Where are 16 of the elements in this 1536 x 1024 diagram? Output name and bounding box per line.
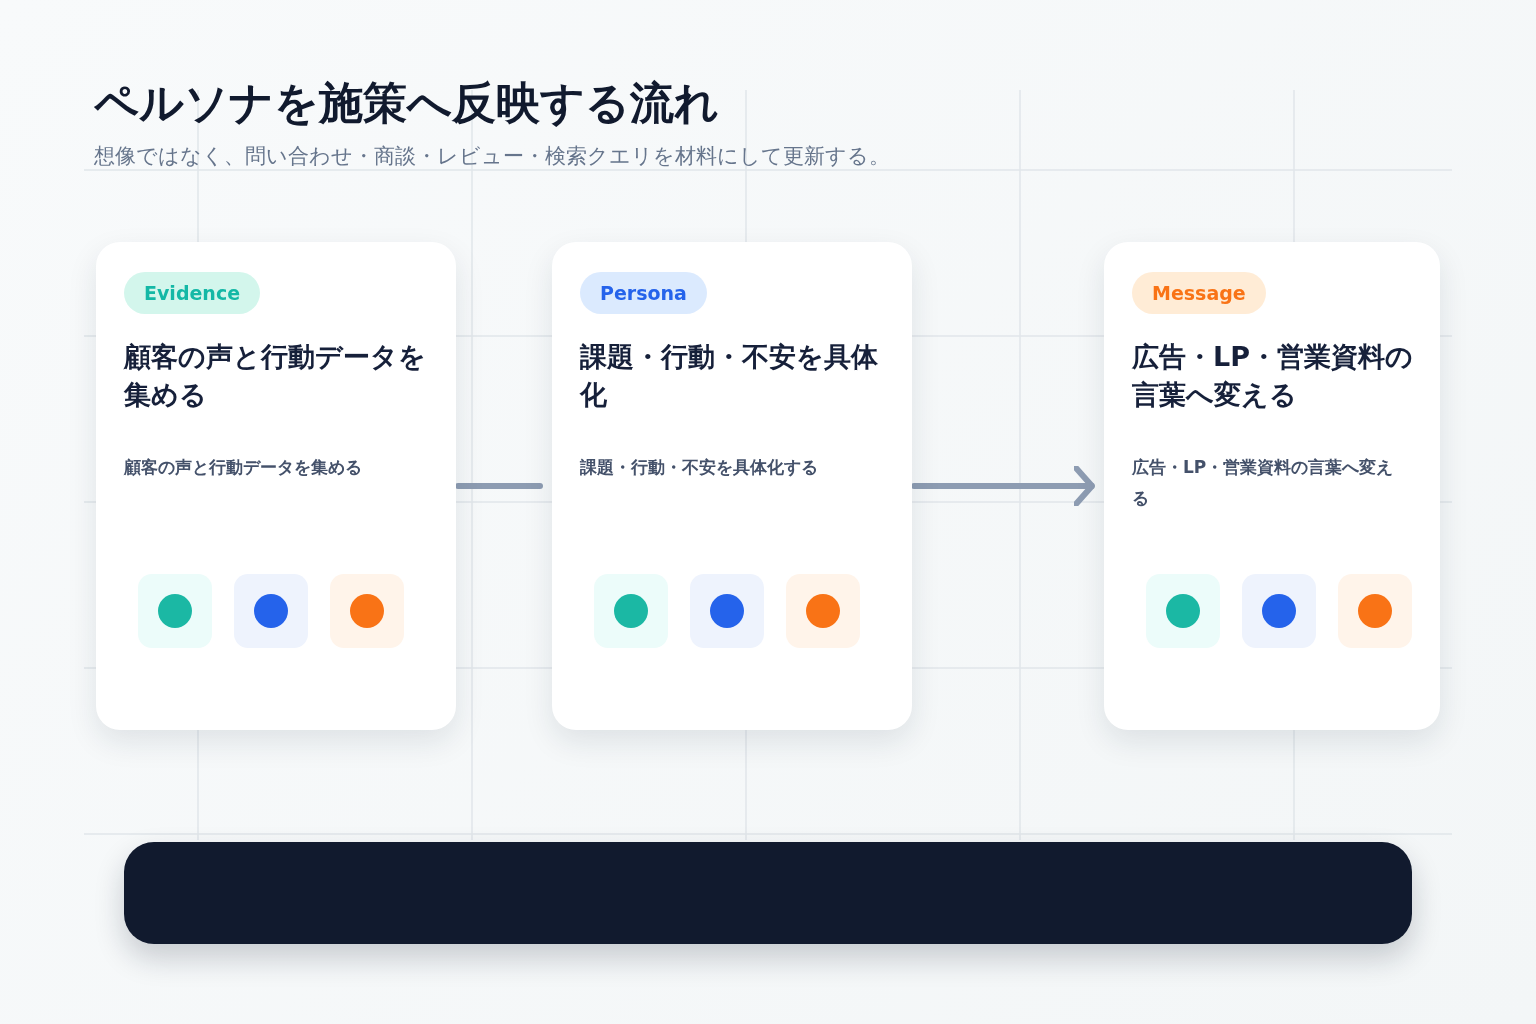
arrow <box>911 465 1095 507</box>
connector-line <box>455 483 543 489</box>
step-card <box>552 242 912 730</box>
step-heading: 課題・行動・不安を具体化 <box>580 340 879 412</box>
step-description: 課題・行動・不安を具体化する <box>580 456 819 479</box>
step-card <box>96 242 456 730</box>
diagram-title: ペルソナを施策へ反映する流れ <box>94 76 719 130</box>
category-tag: Evidence <box>124 272 261 314</box>
step-description: 顧客の声と行動データを集める <box>124 456 363 479</box>
category-tag: Message <box>1132 272 1266 314</box>
step-description: 広告・LP・営業資料の言葉へ変える <box>1132 456 1395 510</box>
step-heading: 広告・LP・営業資料の言葉へ変える <box>1132 340 1414 412</box>
category-tag: Persona <box>580 272 707 314</box>
diagram-subtitle: 想像ではなく、問い合わせ・商談・レビュー・検索クエリを材料にして更新する。 <box>94 143 890 170</box>
step-card <box>1104 242 1440 730</box>
step-heading: 顧客の声と行動データを集める <box>124 340 427 412</box>
